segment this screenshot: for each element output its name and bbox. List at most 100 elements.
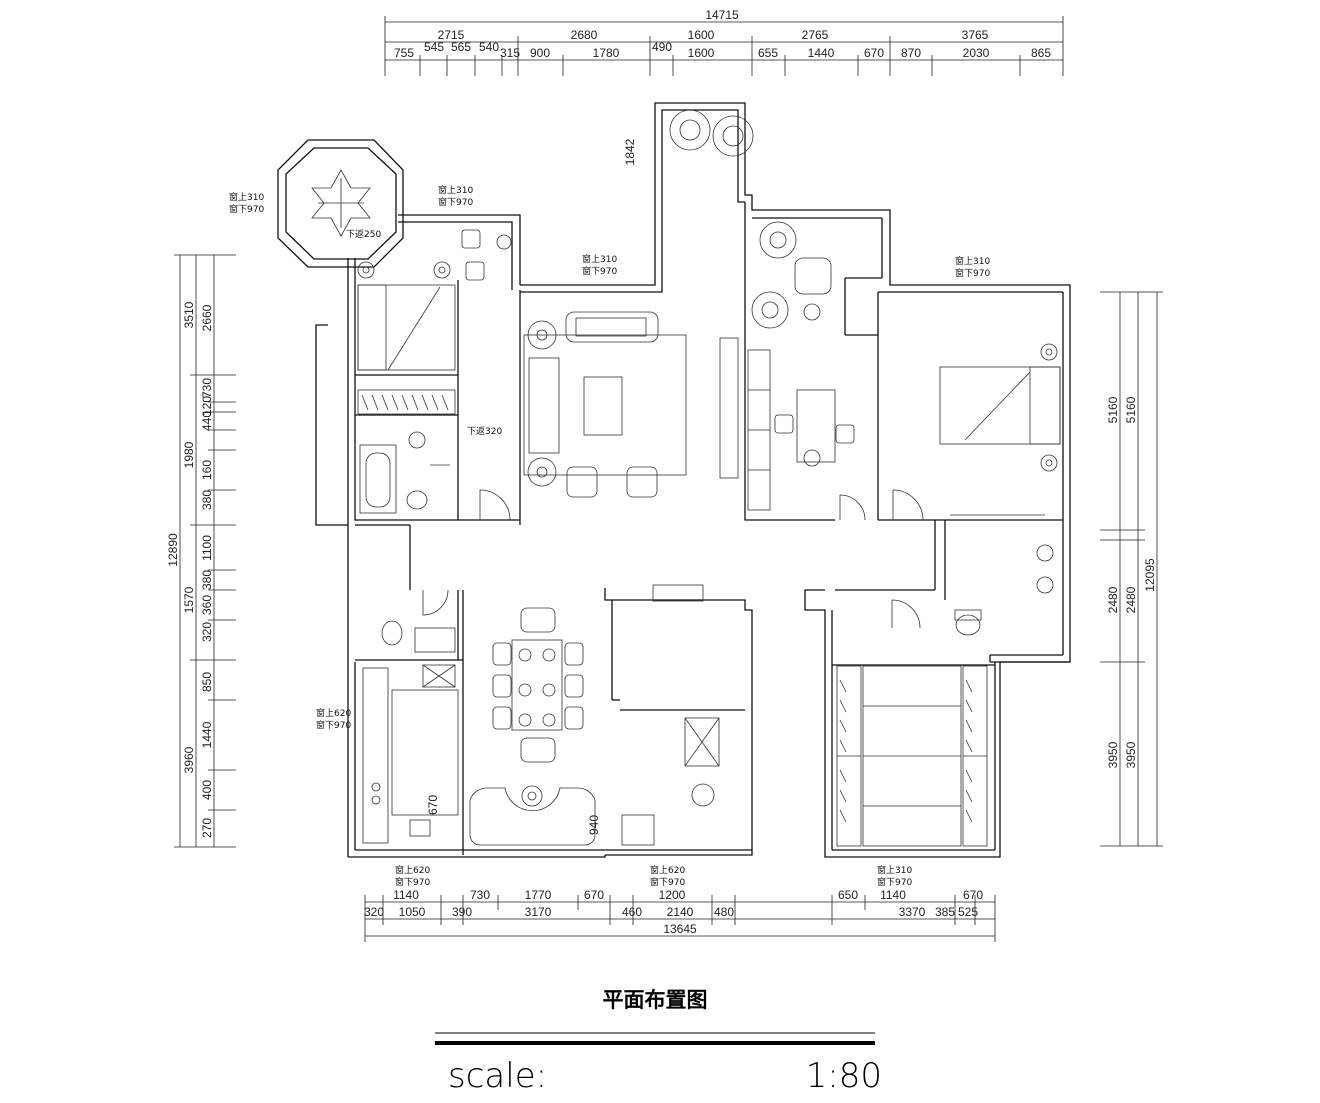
dim-top-2765: 2765 xyxy=(802,28,829,42)
dim-left-440: 440 xyxy=(200,411,214,431)
dim-kitchen-counter: 670 xyxy=(426,795,440,815)
dim-bot-320: 320 xyxy=(364,905,384,919)
note-beam-bedroom: 下返250 xyxy=(346,228,381,240)
dim-bot-460: 460 xyxy=(622,905,642,919)
dim-left-400: 400 xyxy=(200,780,214,800)
dim-balcony-depth: 1842 xyxy=(623,138,637,165)
dim-top-2715: 2715 xyxy=(438,28,465,42)
dim-right-2480b: 2480 xyxy=(1124,586,1138,613)
note-hex-balcony-bottom: 窗下970 xyxy=(229,203,264,215)
nw-wardrobe xyxy=(357,389,456,415)
bottom-dimension-chain: 1140 730 1770 670 1200 650 1140 670 320 … xyxy=(364,888,996,942)
kitchen-fixtures xyxy=(362,589,459,844)
right-dimension-chain: 5160 2480 3950 5160 2480 3950 12095 xyxy=(1100,291,1163,847)
dim-left-1100: 1100 xyxy=(200,535,214,561)
dim-right-5160b: 5160 xyxy=(1124,396,1138,423)
dim-right-3950: 3950 xyxy=(1106,741,1120,768)
dining-table-set xyxy=(492,607,584,763)
dim-left-2660: 2660 xyxy=(200,304,214,331)
dim-top-565: 565 xyxy=(451,40,471,54)
dim-left-850: 850 xyxy=(200,672,214,692)
dim-left-total: 12890 xyxy=(166,533,180,567)
dim-left-270: 270 xyxy=(200,818,214,838)
dim-top-870: 870 xyxy=(901,46,921,60)
scale-value: 1:80 xyxy=(806,1056,882,1096)
dim-bot-total: 13645 xyxy=(663,922,697,936)
dim-left-3510: 3510 xyxy=(182,301,196,328)
dim-left-1440: 1440 xyxy=(200,721,214,748)
dim-bot-730: 730 xyxy=(470,888,490,902)
dim-top-2680: 2680 xyxy=(571,28,598,42)
top-dimension-chain: 14715 2715 2680 1600 2765 3765 755 545 5… xyxy=(384,8,1064,76)
note-hex-balcony-top: 窗上310 xyxy=(229,191,264,203)
note-bottom-closet-top: 窗上310 xyxy=(877,864,912,876)
dim-left-320: 320 xyxy=(200,622,214,642)
study-furniture xyxy=(719,257,866,521)
dim-bot-650: 650 xyxy=(838,888,858,902)
dim-left-730: 730 xyxy=(200,378,214,398)
dim-left-1570: 1570 xyxy=(182,586,196,613)
dim-right-2480: 2480 xyxy=(1106,586,1120,613)
dim-top-670: 670 xyxy=(864,46,884,60)
dim-right-total: 12095 xyxy=(1143,558,1157,592)
nw-bedroom-bed xyxy=(357,261,456,371)
dim-left-1980: 1980 xyxy=(182,441,196,468)
dim-bot-2140: 2140 xyxy=(667,905,694,919)
dim-top-545: 545 xyxy=(424,40,444,54)
scale-label: scale: xyxy=(448,1056,547,1096)
title-block: 平面布置图 scale: 1:80 xyxy=(435,988,882,1096)
dim-bot-1200: 1200 xyxy=(659,888,686,902)
dim-bot-3370: 3370 xyxy=(899,905,926,919)
dim-top-315: 315 xyxy=(500,46,520,60)
dim-bot-1140b: 1140 xyxy=(880,888,906,902)
master-bedroom-bed xyxy=(892,343,1061,521)
dim-top-865: 865 xyxy=(1031,46,1051,60)
living-room-sofa-set xyxy=(523,311,687,498)
dim-bot-1770: 1770 xyxy=(525,888,552,902)
note-bottom-dining-bottom: 窗下970 xyxy=(650,876,685,888)
dim-top-540: 540 xyxy=(479,40,499,54)
window-notes: 窗上310 窗下970 窗上310 窗下970 窗上310 窗下970 窗上31… xyxy=(229,184,990,888)
walk-in-closet-shelves xyxy=(836,599,988,847)
dim-top-1780: 1780 xyxy=(593,46,620,60)
note-kitchen-bottom: 窗下970 xyxy=(316,719,351,731)
note-beam-bath: 下返320 xyxy=(467,425,502,437)
nw-bedroom-chairs xyxy=(461,229,512,281)
note-living-top: 窗上310 xyxy=(582,253,617,265)
note-kitchen-top: 窗上620 xyxy=(316,707,351,719)
note-bedroom-nw-top: 窗上310 xyxy=(438,184,473,196)
dim-right-3950b: 3950 xyxy=(1124,741,1138,768)
dim-bot-385: 385 xyxy=(935,905,955,919)
dim-bot-525: 525 xyxy=(958,905,978,919)
dim-bot-390: 390 xyxy=(452,905,472,919)
nw-bedroom-door xyxy=(479,489,511,521)
dim-top-total: 14715 xyxy=(705,8,739,22)
dim-bot-3170: 3170 xyxy=(525,905,552,919)
dim-left-380: 380 xyxy=(200,490,214,510)
dim-top-490: 490 xyxy=(652,40,672,54)
dim-top-1440: 1440 xyxy=(808,46,835,60)
walls xyxy=(277,102,1071,858)
dim-top-900: 900 xyxy=(530,46,550,60)
note-master-bottom: 窗下970 xyxy=(955,267,990,279)
note-bottom-kitchen-top: 窗上620 xyxy=(395,864,430,876)
dining-sideboard xyxy=(469,584,704,846)
dim-left-360: 360 xyxy=(200,595,214,615)
dim-dining-counter: 940 xyxy=(587,815,601,835)
master-bathroom-fixtures xyxy=(950,514,1054,636)
note-master-top: 窗上310 xyxy=(955,255,990,267)
note-bedroom-nw-bottom: 窗下970 xyxy=(438,196,473,208)
dim-left-3960: 3960 xyxy=(182,746,196,773)
hex-balcony-star-pattern xyxy=(311,169,371,237)
dim-top-3765: 3765 xyxy=(962,28,989,42)
dim-bot-670: 670 xyxy=(584,888,604,902)
central-storage xyxy=(621,717,720,846)
drawing-title: 平面布置图 xyxy=(603,988,708,1012)
left-dimension-chain: 12890 3510 1980 1570 3960 2660 730 120 4… xyxy=(166,254,236,848)
dim-top-755: 755 xyxy=(394,46,414,60)
dim-bot-1140: 1140 xyxy=(393,888,419,902)
note-bottom-dining-top: 窗上620 xyxy=(650,864,685,876)
balcony-plants xyxy=(669,109,797,329)
note-bottom-kitchen-bottom: 窗下970 xyxy=(395,876,430,888)
